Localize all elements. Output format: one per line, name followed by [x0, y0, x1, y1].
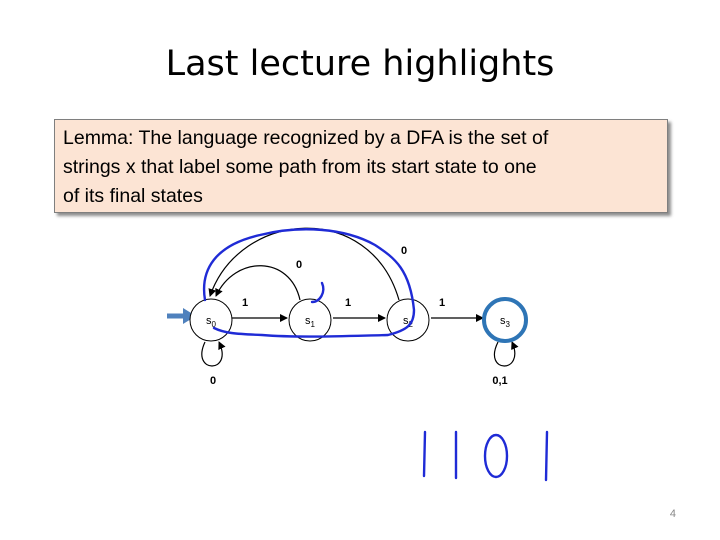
handwritten-path-annotation: [202, 228, 416, 338]
loop-s0: [201, 341, 226, 367]
state-s0-sub: 0: [212, 320, 217, 329]
transition-s1-s0: [215, 265, 301, 301]
state-s3-sub: 3: [506, 320, 511, 329]
page-number: 4: [669, 508, 676, 520]
state-s2-name: s: [403, 315, 409, 327]
label-s2-s0: 0: [401, 245, 407, 257]
label-s1-s2: 1: [345, 297, 351, 309]
svg-text:s0: s0: [206, 315, 217, 329]
state-s1-name: s: [305, 315, 311, 327]
transition-s2-s0: [208, 227, 400, 301]
state-s0: s0: [189, 298, 233, 342]
state-s0-name: s: [206, 315, 212, 327]
svg-text:s1: s1: [305, 315, 316, 329]
label-s0-s1: 1: [242, 297, 248, 309]
state-s1-sub: 1: [311, 320, 316, 329]
svg-text:s3: s3: [500, 315, 511, 329]
loop-s3: [493, 341, 519, 367]
handwritten-1101: [422, 430, 549, 482]
label-loop-s0: 0: [210, 375, 216, 387]
label-loop-s3: 0,1: [492, 375, 507, 387]
state-s3-final: s3: [482, 297, 528, 343]
label-s2-s3: 1: [439, 297, 445, 309]
label-s1-s0: 0: [296, 259, 302, 271]
state-s1: s1: [288, 298, 332, 342]
lemma-box: Lemma: The language recognized by a DFA …: [54, 119, 668, 213]
start-arrow: [167, 308, 196, 324]
handwritten-hook-annotation: [310, 281, 325, 304]
state-s3-name: s: [500, 315, 506, 327]
slide-title: Last lecture highlights: [165, 44, 555, 84]
